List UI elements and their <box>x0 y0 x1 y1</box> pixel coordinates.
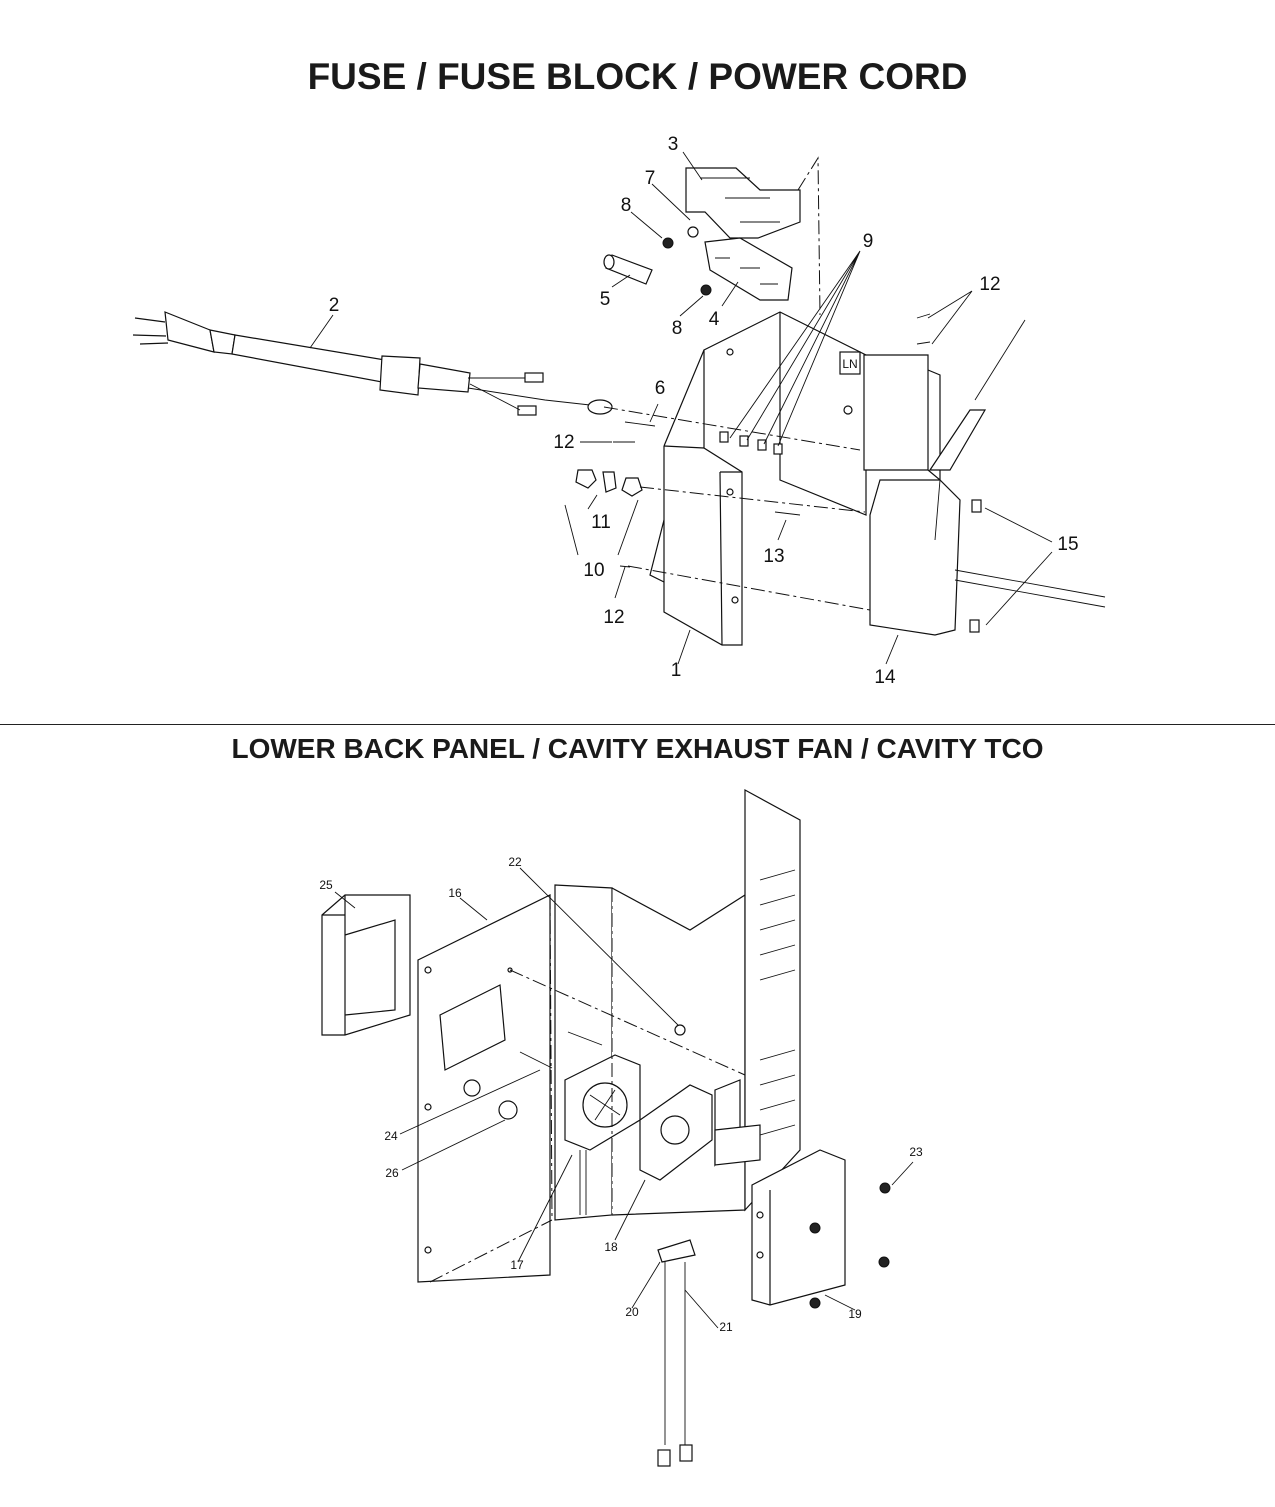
callout-18: 18 <box>604 1240 618 1254</box>
callout-4: 4 <box>709 309 720 330</box>
callout-15: 15 <box>1057 534 1078 555</box>
section-title-back-panel: LOWER BACK PANEL / CAVITY EXHAUST FAN / … <box>231 733 1044 764</box>
fuse-block-hardware <box>662 226 712 296</box>
bottom-leader-lines <box>334 867 914 1329</box>
fuse-block-cover <box>685 167 801 239</box>
callout-25: 25 <box>319 878 333 892</box>
callout-12-left: 12 <box>553 432 574 453</box>
callout-8-bottom: 8 <box>672 318 683 339</box>
callout-26: 26 <box>385 1166 399 1180</box>
callout-5: 5 <box>600 289 611 310</box>
top-centerlines <box>603 156 871 611</box>
callout-1: 1 <box>671 660 682 681</box>
fuse <box>603 254 653 285</box>
callout-20: 20 <box>625 1305 639 1319</box>
top-callouts: 1 2 3 4 5 6 7 8 8 9 10 11 12 12 12 13 14… <box>329 134 1079 688</box>
callout-22: 22 <box>508 855 522 869</box>
bottom-hardware <box>498 1024 891 1309</box>
callout-2: 2 <box>329 295 340 316</box>
callout-21: 21 <box>719 1320 733 1334</box>
callout-9: 9 <box>863 231 874 252</box>
top-small-hardware <box>575 313 982 633</box>
tco-bracket <box>714 1079 761 1167</box>
fuse-block <box>704 237 793 301</box>
callout-10: 10 <box>583 560 604 581</box>
section-divider <box>0 724 1275 725</box>
bottom-centerlines <box>429 888 746 1283</box>
callout-7: 7 <box>645 168 656 189</box>
main-bracket <box>649 311 941 646</box>
power-cord <box>132 311 613 416</box>
callout-16: 16 <box>448 886 462 900</box>
callout-12-bottom: 12 <box>603 607 624 628</box>
tco-cover-19 <box>751 1149 846 1306</box>
top-leader-lines <box>309 151 1053 665</box>
callout-19: 19 <box>848 1307 862 1321</box>
bracket-25 <box>321 894 411 1036</box>
callout-14: 14 <box>874 667 896 688</box>
callout-24: 24 <box>384 1129 398 1143</box>
tco-assembly <box>869 319 1106 636</box>
callout-12-right: 12 <box>979 274 1000 295</box>
callout-13: 13 <box>763 546 784 567</box>
back-panel-16 <box>417 894 551 1283</box>
terminal-label: LN <box>842 357 857 371</box>
callout-17: 17 <box>510 1258 524 1272</box>
callout-8-top: 8 <box>621 195 632 216</box>
tco-20-and-wiring <box>657 1239 696 1467</box>
section-title-fuse: FUSE / FUSE BLOCK / POWER CORD <box>307 56 968 97</box>
fan-gasket-18 <box>639 1084 713 1181</box>
bottom-callouts: 16 17 18 19 20 21 22 23 24 25 26 <box>319 855 923 1334</box>
callout-23: 23 <box>909 1145 923 1159</box>
callout-3: 3 <box>668 134 679 155</box>
callout-11: 11 <box>591 512 611 533</box>
callout-6: 6 <box>655 378 666 399</box>
